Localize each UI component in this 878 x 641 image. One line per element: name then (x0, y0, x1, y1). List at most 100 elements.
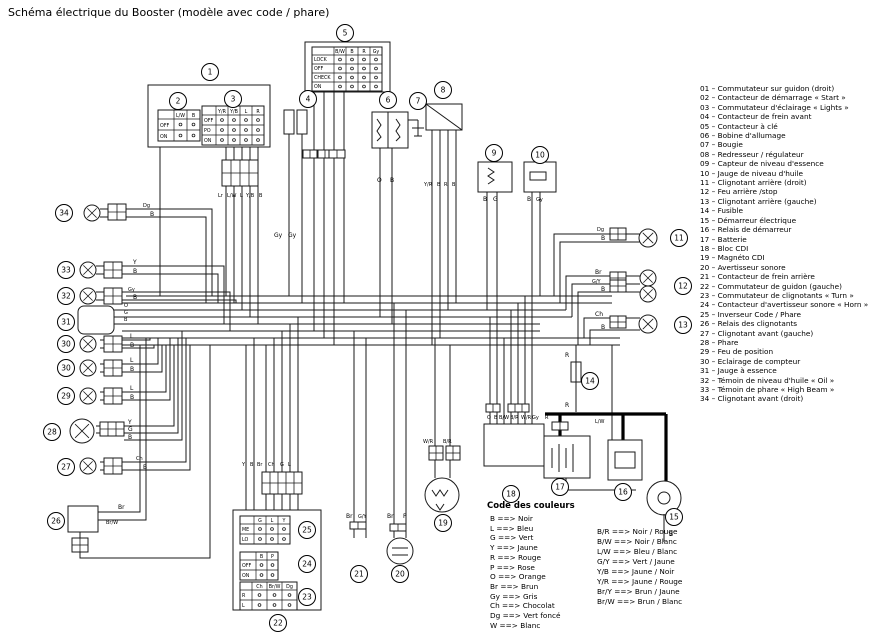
component-number: 30 (61, 340, 71, 349)
color-code-item: Dg ==> Vert foncé (490, 611, 561, 621)
component-number-badge (57, 313, 75, 331)
wire-label: Ch (268, 462, 275, 468)
color-code-item: R ==> Rouge (490, 552, 542, 562)
component-number-badge (47, 512, 65, 530)
wire (122, 338, 187, 463)
component-box (77, 305, 115, 335)
wire-label: Gy (128, 287, 135, 293)
switch-table-header: B (350, 49, 353, 55)
wire-label: B (483, 196, 487, 203)
wire-label: B (669, 531, 673, 538)
wire-label: L (288, 462, 291, 468)
switch-contact-dot (232, 118, 236, 122)
bulb-filament (83, 461, 93, 471)
switch-contact-dot (256, 138, 260, 142)
wire (376, 118, 382, 142)
component-number-badge (57, 359, 75, 377)
component-number-badge (224, 90, 242, 108)
legend-item: 28 – Phare (700, 337, 739, 347)
legend-item: 10 – Jauge de niveau d'huile (700, 168, 804, 178)
color-code-item: G ==> Vert (490, 533, 534, 543)
wire-label: Br (118, 504, 125, 511)
component-number: 29 (61, 392, 71, 401)
switch-table-row-label: OFF (314, 66, 324, 72)
component-number: 12 (678, 282, 688, 291)
wire-label: Dg (597, 227, 604, 233)
color-code-item: Br/W ==> Brun / Blanc (597, 597, 683, 606)
component-box (283, 109, 295, 135)
component-number: 32 (61, 292, 71, 301)
component-number: 21 (354, 570, 364, 579)
component-number: 5 (343, 29, 348, 38)
wire-label: Br (595, 269, 602, 276)
switch-contact-dot (258, 537, 262, 541)
legend-item: 32 – Témoin de niveau d'huile « Oil » (700, 375, 835, 385)
component-circle (424, 477, 460, 513)
wire-label: B (124, 317, 128, 323)
switch-table-row-label: ME (242, 527, 249, 533)
switch-table-header: B (192, 113, 195, 119)
bulb-filament (87, 208, 97, 218)
bulb-filament (643, 273, 653, 283)
switch-table-row-label: R (242, 593, 246, 599)
switch-table-row-label: OFF (204, 118, 214, 124)
legend-item: 05 – Contacteur à clé (700, 121, 778, 131)
bulb-filament (83, 291, 93, 301)
switch-contact-dot (374, 57, 378, 62)
component-number-badge (57, 261, 75, 279)
component-number-badge (409, 92, 427, 110)
component-number-badge (57, 287, 75, 305)
bulb-filament (642, 232, 654, 244)
switch-contact-dot (220, 118, 224, 122)
color-code-item: W ==> Blanc (490, 620, 541, 630)
switch-contact-dot (272, 603, 277, 607)
component-circle (386, 537, 414, 565)
switch-contact-dot (232, 128, 236, 132)
wire-label: Br (387, 513, 394, 520)
legend-item: 23 – Commutateur de clignotants « Turn » (700, 290, 854, 300)
wire-label: O (124, 303, 128, 309)
wire-label: B (130, 342, 134, 349)
wire-label: W/R (521, 415, 532, 421)
switch-table-header: G (258, 518, 262, 524)
wire (98, 338, 147, 521)
legend-item: 33 – Témoin de phare « High Beam » (700, 385, 835, 394)
component-number-badge (269, 614, 287, 632)
legend-item: 34 – Clignotant avant (droit) (700, 394, 804, 404)
wire-label: Dg (143, 203, 150, 209)
wire (122, 299, 237, 303)
wire-label: B/R (443, 439, 452, 445)
component-number-badge (434, 81, 452, 99)
component-number-badge (434, 514, 452, 532)
wire (122, 338, 151, 341)
switch-table-row-label: ON (160, 134, 168, 140)
switch-table-row-label: CHECK (314, 75, 331, 81)
color-code-item: G/Y ==> Vert / Jaune (597, 557, 675, 566)
switch-table-header: P (271, 554, 274, 560)
component-box (425, 103, 463, 131)
switch-table-row-label: ON (204, 138, 212, 144)
wire-label: B (527, 196, 531, 203)
wire (122, 345, 167, 393)
component-box (304, 41, 391, 93)
wire-label: Y (132, 259, 137, 266)
component-box (477, 161, 513, 193)
component-number: 8 (441, 86, 446, 95)
color-code-item: Br ==> Brun (490, 581, 539, 591)
switch-contact-dot (178, 122, 183, 127)
wire (79, 345, 211, 559)
component-number-badge (531, 146, 549, 164)
component-box (296, 109, 308, 135)
switch-contact-dot (374, 84, 378, 89)
component-number-badge (379, 91, 397, 109)
component-circle (646, 480, 682, 516)
legend-item: 03 – Commutateur d'éclairage « Lights » (700, 102, 849, 112)
wire-label: Br (257, 462, 263, 468)
component-number: 2 (176, 97, 181, 106)
legend-item: 11 – Clignotant arrière (droit) (700, 178, 807, 188)
switch-contact-dot (270, 573, 275, 577)
component-box (483, 423, 545, 467)
component-number-badge (298, 521, 316, 539)
switch-table-header: R (362, 49, 366, 55)
wire-label: G (280, 462, 284, 468)
